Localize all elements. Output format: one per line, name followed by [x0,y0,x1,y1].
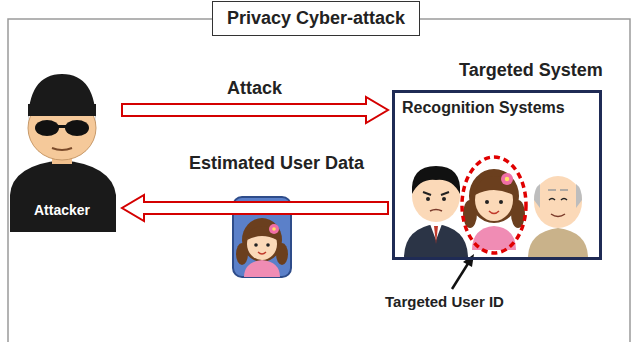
attacker-node: Attacker [6,70,118,234]
system-title: Recognition Systems [402,99,565,117]
edge-label: Estimated User Data [187,153,366,174]
callout-label: Targeted User ID [385,293,504,310]
figure-label: Attacker [34,202,90,218]
block-arrow [122,195,388,221]
attacker-figure [10,74,116,232]
frame [8,19,630,342]
old-man-figure [528,176,588,258]
title-box: Privacy Cyber-attack [212,1,420,36]
system-heading: Targeted System [459,60,603,81]
edge-label: Attack [225,78,284,99]
target-circle [462,157,526,253]
man-figure [404,166,468,258]
system-box: Targeted SystemRecognition Systems [392,90,602,260]
block-arrow [122,97,388,123]
diagram-title: Privacy Cyber-attack [227,8,405,29]
